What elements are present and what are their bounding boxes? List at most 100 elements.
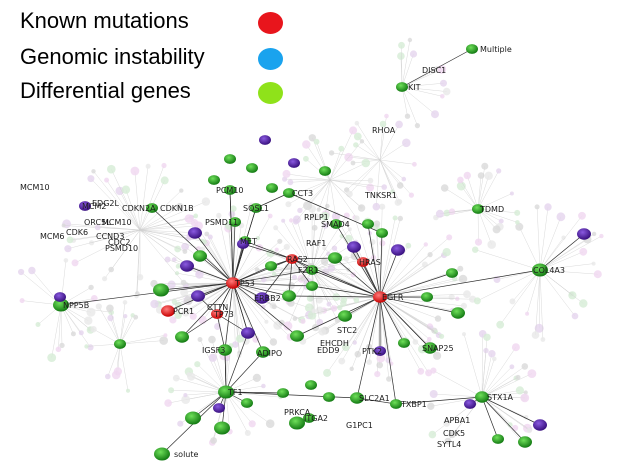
background-node — [376, 353, 386, 363]
background-node — [265, 419, 275, 429]
gene-label: COL4A3 — [533, 266, 565, 275]
differential-gene-node — [256, 346, 270, 358]
background-node — [252, 335, 260, 343]
differential-gene-node — [421, 292, 433, 302]
background-node — [105, 373, 111, 380]
genomic-instability-node — [241, 327, 255, 339]
background-edge — [139, 218, 189, 231]
background-edge — [311, 269, 335, 309]
background-node — [599, 233, 604, 239]
background-edge — [288, 179, 331, 205]
background-edge — [477, 269, 541, 302]
differential-gene-node — [282, 290, 296, 302]
background-edge — [139, 166, 149, 231]
background-edge — [539, 251, 584, 271]
background-node — [267, 213, 273, 219]
background-node — [159, 336, 168, 345]
background-node — [291, 274, 298, 280]
background-edge — [119, 302, 126, 345]
background-node — [428, 430, 437, 439]
background-node — [176, 202, 184, 211]
background-node — [350, 251, 359, 261]
background-node — [435, 209, 444, 218]
background-node — [440, 184, 449, 192]
differential-gene-node — [303, 413, 315, 423]
known-mutation-node — [357, 257, 369, 267]
network-edge — [225, 351, 264, 393]
legend-label: Differential genes — [20, 78, 191, 103]
background-node — [189, 312, 197, 320]
background-edge — [119, 317, 136, 345]
background-edge — [296, 219, 313, 271]
background-edge — [172, 282, 234, 321]
background-node — [442, 87, 451, 96]
background-node — [113, 367, 122, 376]
differential-gene-node — [193, 250, 207, 262]
background-edge — [379, 123, 384, 161]
background-edge — [51, 304, 62, 358]
gene-label: PRKCA — [284, 408, 311, 417]
background-edge — [379, 278, 464, 298]
background-node — [84, 344, 89, 349]
gene-label: MCM10 — [102, 218, 132, 227]
background-node — [18, 268, 25, 276]
background-edge — [139, 206, 180, 231]
network-edge — [216, 313, 226, 351]
genomic-instability-node — [255, 292, 269, 304]
gene-label: SYTL4 — [437, 440, 461, 449]
background-edge — [106, 179, 141, 231]
background-edge — [379, 254, 431, 298]
background-node — [591, 231, 597, 237]
differential-gene-node — [154, 447, 170, 461]
background-edge — [519, 226, 541, 271]
known-mutation-node — [161, 305, 175, 317]
background-node — [248, 420, 256, 428]
background-edge — [536, 206, 541, 271]
background-node — [515, 220, 520, 225]
background-edge — [119, 335, 166, 345]
background-node — [417, 367, 425, 375]
background-edge — [283, 220, 313, 271]
gene-label: RAF1 — [306, 239, 326, 248]
background-edge — [311, 225, 326, 271]
background-node — [423, 242, 428, 247]
background-edge — [199, 339, 227, 393]
background-node — [174, 301, 182, 309]
gene-label: G1PC1 — [346, 421, 373, 430]
background-edge — [139, 229, 203, 250]
legend-label: Known mutations — [20, 8, 189, 33]
gene-label: solute — [174, 450, 198, 459]
background-node — [396, 182, 404, 189]
differential-gene-node — [376, 228, 388, 238]
gene-label: ERBB2 — [254, 294, 281, 303]
background-edge — [90, 178, 141, 231]
background-node — [235, 334, 244, 343]
background-edge — [232, 225, 242, 284]
background-edge — [58, 304, 62, 350]
background-node — [122, 300, 128, 305]
background-edge — [477, 175, 489, 210]
legend-swatch — [258, 82, 283, 104]
background-node — [172, 374, 180, 382]
network-edge — [481, 396, 499, 440]
background-node — [333, 215, 339, 221]
gene-label: Multiple — [480, 45, 512, 54]
background-node — [397, 52, 405, 60]
background-edge — [446, 396, 483, 424]
network-edge — [334, 257, 381, 298]
background-edge — [463, 334, 483, 398]
background-node — [283, 243, 290, 250]
background-node — [395, 120, 403, 129]
background-edge — [311, 269, 345, 300]
legend-label: Genomic instability — [20, 44, 205, 69]
background-node — [556, 212, 566, 222]
background-node — [179, 188, 184, 193]
background-node — [194, 361, 201, 368]
network-edge — [60, 282, 234, 306]
background-node — [228, 210, 236, 218]
background-edge — [286, 173, 331, 181]
gene-label: MET — [240, 237, 257, 246]
background-node — [412, 339, 419, 345]
background-edge — [218, 215, 234, 284]
differential-gene-node — [446, 268, 458, 278]
